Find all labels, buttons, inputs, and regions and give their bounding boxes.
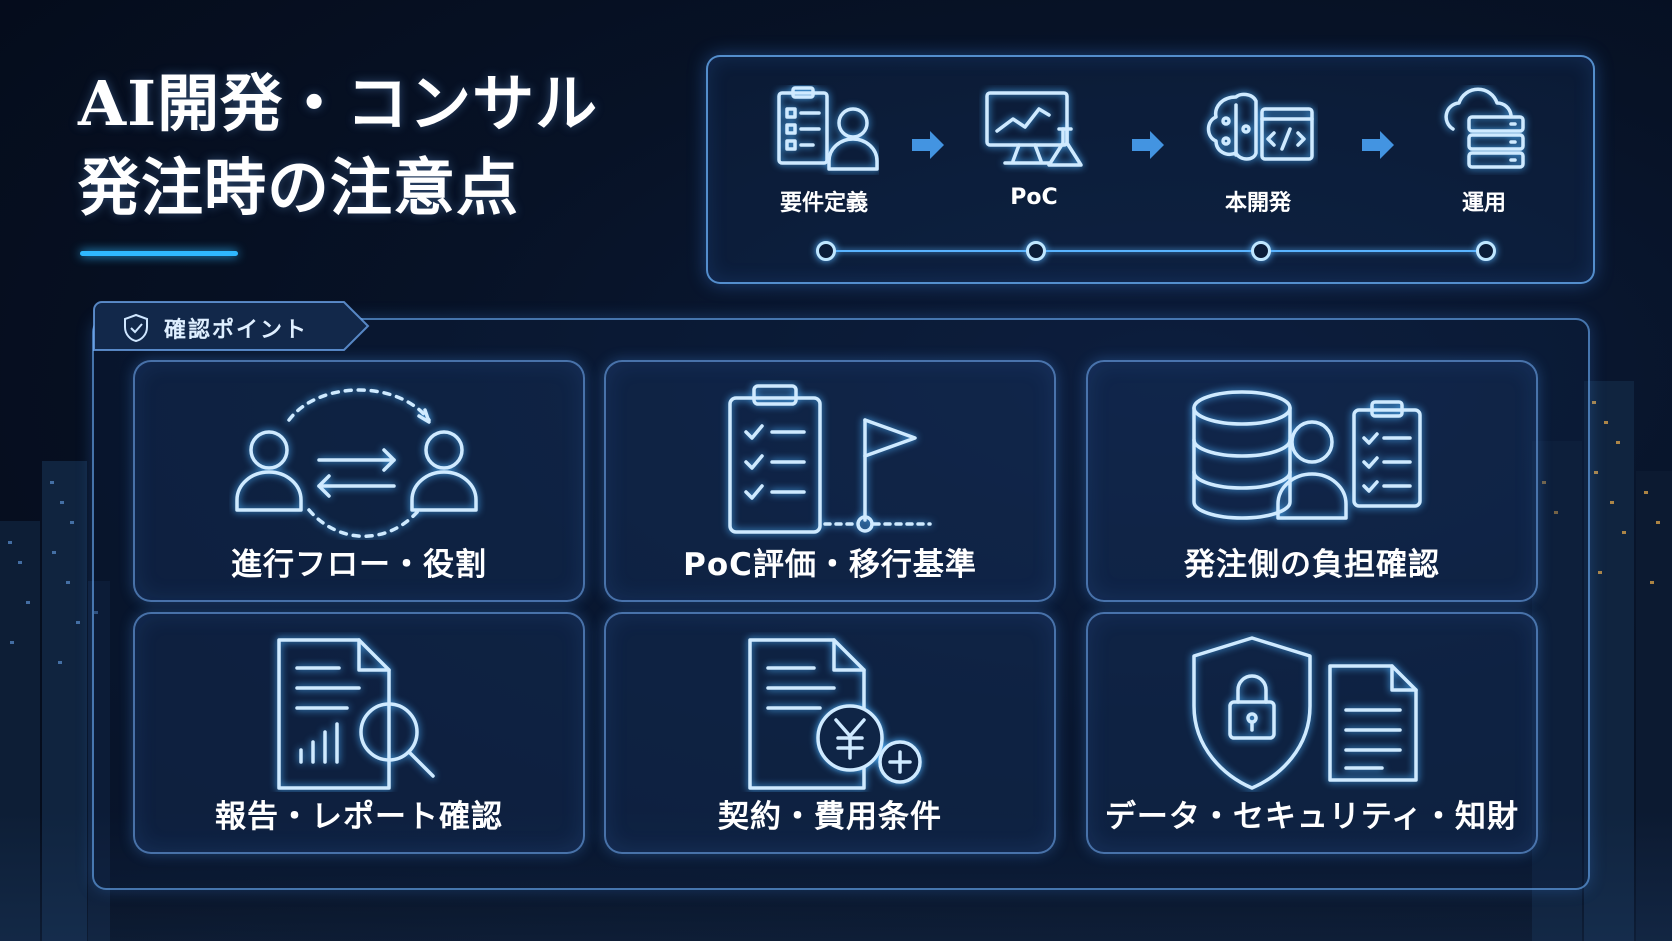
monitor-flask-icon <box>985 91 1083 167</box>
process-flow-panel: 要件定義 PoC 本開発 <box>706 55 1595 284</box>
flow-step-label: PoC <box>1010 185 1058 210</box>
arrow-right-icon <box>1132 131 1164 159</box>
check-points-title: 確認ポイント <box>164 318 309 343</box>
check-card-data-security-ip[interactable]: データ・セキュリティ・知財 <box>1086 612 1538 854</box>
report-magnifier-icon <box>277 638 435 790</box>
timeline-dot <box>1476 241 1496 261</box>
check-card-label: PoC評価・移行基準 <box>683 547 977 583</box>
floor-reflection <box>0 811 1672 941</box>
city-skyline-right <box>1532 381 1672 941</box>
tab-background <box>93 301 370 351</box>
check-card-label: データ・セキュリティ・知財 <box>1104 799 1520 835</box>
title-line-2: 発注時の注意点 <box>78 151 520 224</box>
check-card-reports[interactable]: 報告・レポート確認 <box>133 612 585 854</box>
requirements-icon <box>777 86 879 171</box>
shield-lock-document-icon <box>1192 636 1418 790</box>
title-line-1: AI開発・コンサル <box>78 67 599 140</box>
check-card-flow-roles[interactable]: 進行フロー・役割 <box>133 360 585 602</box>
check-points-tab: 確認ポイント <box>92 300 372 352</box>
check-card-contract-costs[interactable]: 契約・費用条件 <box>604 612 1056 854</box>
flow-step-label: 本開発 <box>1224 191 1291 216</box>
flow-step-requirements: 要件定義 <box>754 85 894 217</box>
timeline-dot <box>816 241 836 261</box>
timeline-line <box>824 250 1484 252</box>
flow-step-label: 要件定義 <box>779 191 868 216</box>
arrow-right-icon <box>912 131 944 159</box>
contract-yen-icon <box>748 638 922 790</box>
checklist-flag-icon <box>728 384 932 534</box>
title-underline <box>80 251 238 256</box>
flow-step-poc: PoC <box>964 85 1104 210</box>
flow-step-label: 運用 <box>1461 191 1506 216</box>
check-card-poc-criteria[interactable]: PoC評価・移行基準 <box>604 360 1056 602</box>
check-card-label: 報告・レポート確認 <box>215 799 503 835</box>
brain-code-icon <box>1206 92 1314 161</box>
check-card-label: 契約・費用条件 <box>718 799 942 835</box>
city-skyline-left <box>0 461 110 941</box>
timeline-dot <box>1026 241 1046 261</box>
check-card-client-burden[interactable]: 発注側の負担確認 <box>1086 360 1538 602</box>
timeline-dot <box>1251 241 1271 261</box>
database-person-checklist-icon <box>1192 390 1422 520</box>
cloud-server-icon <box>1444 87 1525 169</box>
check-card-label: 発注側の負担確認 <box>1184 547 1440 583</box>
check-points-panel <box>92 318 1590 890</box>
flow-step-development: 本開発 <box>1188 85 1328 217</box>
check-card-label: 進行フロー・役割 <box>231 547 487 583</box>
arrow-right-icon <box>1362 131 1394 159</box>
people-exchange-icon <box>235 388 478 538</box>
flow-step-operation: 運用 <box>1414 85 1554 217</box>
shield-check-icon <box>124 313 148 343</box>
page-title: AI開発・コンサル 発注時の注意点 <box>78 62 598 230</box>
